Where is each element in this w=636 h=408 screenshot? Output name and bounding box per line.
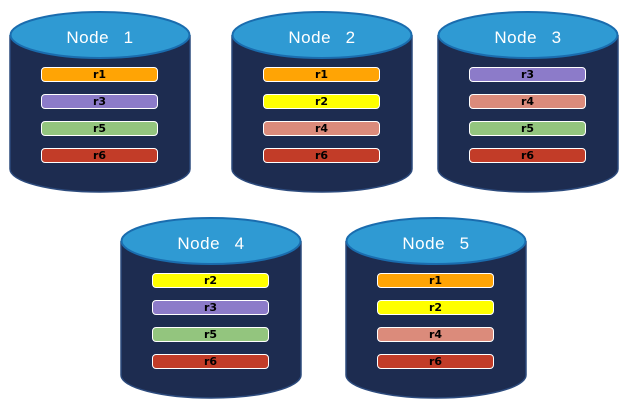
replica-bar: r6: [41, 148, 158, 163]
replica-bar: r5: [469, 121, 586, 136]
replica-bar: r4: [469, 94, 586, 109]
replica-label: r3: [92, 95, 107, 108]
replica-label: r1: [92, 68, 107, 81]
replica-label: r1: [314, 68, 329, 81]
replica-label: r5: [203, 328, 218, 341]
replica-bar: r2: [377, 300, 494, 315]
replica-label: r4: [314, 122, 329, 135]
replica-bar: r5: [41, 121, 158, 136]
node-title: Node 4: [177, 234, 245, 253]
replica-label: r3: [520, 68, 535, 81]
node-5: Node 5 r1 r2 r4 r6: [344, 214, 528, 402]
replica-label: r2: [314, 95, 329, 108]
replica-label: r6: [92, 149, 107, 162]
replica-bar: r2: [263, 94, 380, 109]
replica-bar: r3: [469, 67, 586, 82]
replica-label: r3: [203, 301, 218, 314]
replica-bar: r1: [41, 67, 158, 82]
replica-label: r2: [203, 274, 218, 287]
replica-label: r2: [428, 301, 443, 314]
node-1: Node 1 r1 r3 r5 r6: [8, 8, 192, 196]
node-3: Node 3 r3 r4 r5 r6: [436, 8, 620, 196]
replica-label: r1: [428, 274, 443, 287]
replica-label: r5: [520, 122, 535, 135]
replica-label: r6: [203, 355, 218, 368]
replica-label: r6: [314, 149, 329, 162]
node-title: Node 1: [66, 28, 134, 47]
replica-label: r5: [92, 122, 107, 135]
replica-bar: r1: [263, 67, 380, 82]
replica-list: r2 r3 r5 r6: [152, 273, 269, 381]
replica-bar: r3: [152, 300, 269, 315]
replica-bar: r1: [377, 273, 494, 288]
replica-label: r4: [520, 95, 535, 108]
node-2: Node 2 r1 r2 r4 r6: [230, 8, 414, 196]
replica-bar: r4: [377, 327, 494, 342]
replica-bar: r2: [152, 273, 269, 288]
replica-bar: r5: [152, 327, 269, 342]
replica-list: r3 r4 r5 r6: [469, 67, 586, 175]
replica-bar: r6: [152, 354, 269, 369]
node-title: Node 5: [402, 234, 470, 253]
node-4: Node 4 r2 r3 r5 r6: [119, 214, 303, 402]
node-title: Node 2: [288, 28, 356, 47]
replica-list: r1 r3 r5 r6: [41, 67, 158, 175]
replica-label: r6: [428, 355, 443, 368]
replica-list: r1 r2 r4 r6: [263, 67, 380, 175]
replica-label: r6: [520, 149, 535, 162]
replica-bar: r3: [41, 94, 158, 109]
replica-bar: r6: [377, 354, 494, 369]
replica-bar: r4: [263, 121, 380, 136]
replica-bar: r6: [263, 148, 380, 163]
replica-bar: r6: [469, 148, 586, 163]
node-title: Node 3: [494, 28, 562, 47]
replica-list: r1 r2 r4 r6: [377, 273, 494, 381]
replica-label: r4: [428, 328, 443, 341]
